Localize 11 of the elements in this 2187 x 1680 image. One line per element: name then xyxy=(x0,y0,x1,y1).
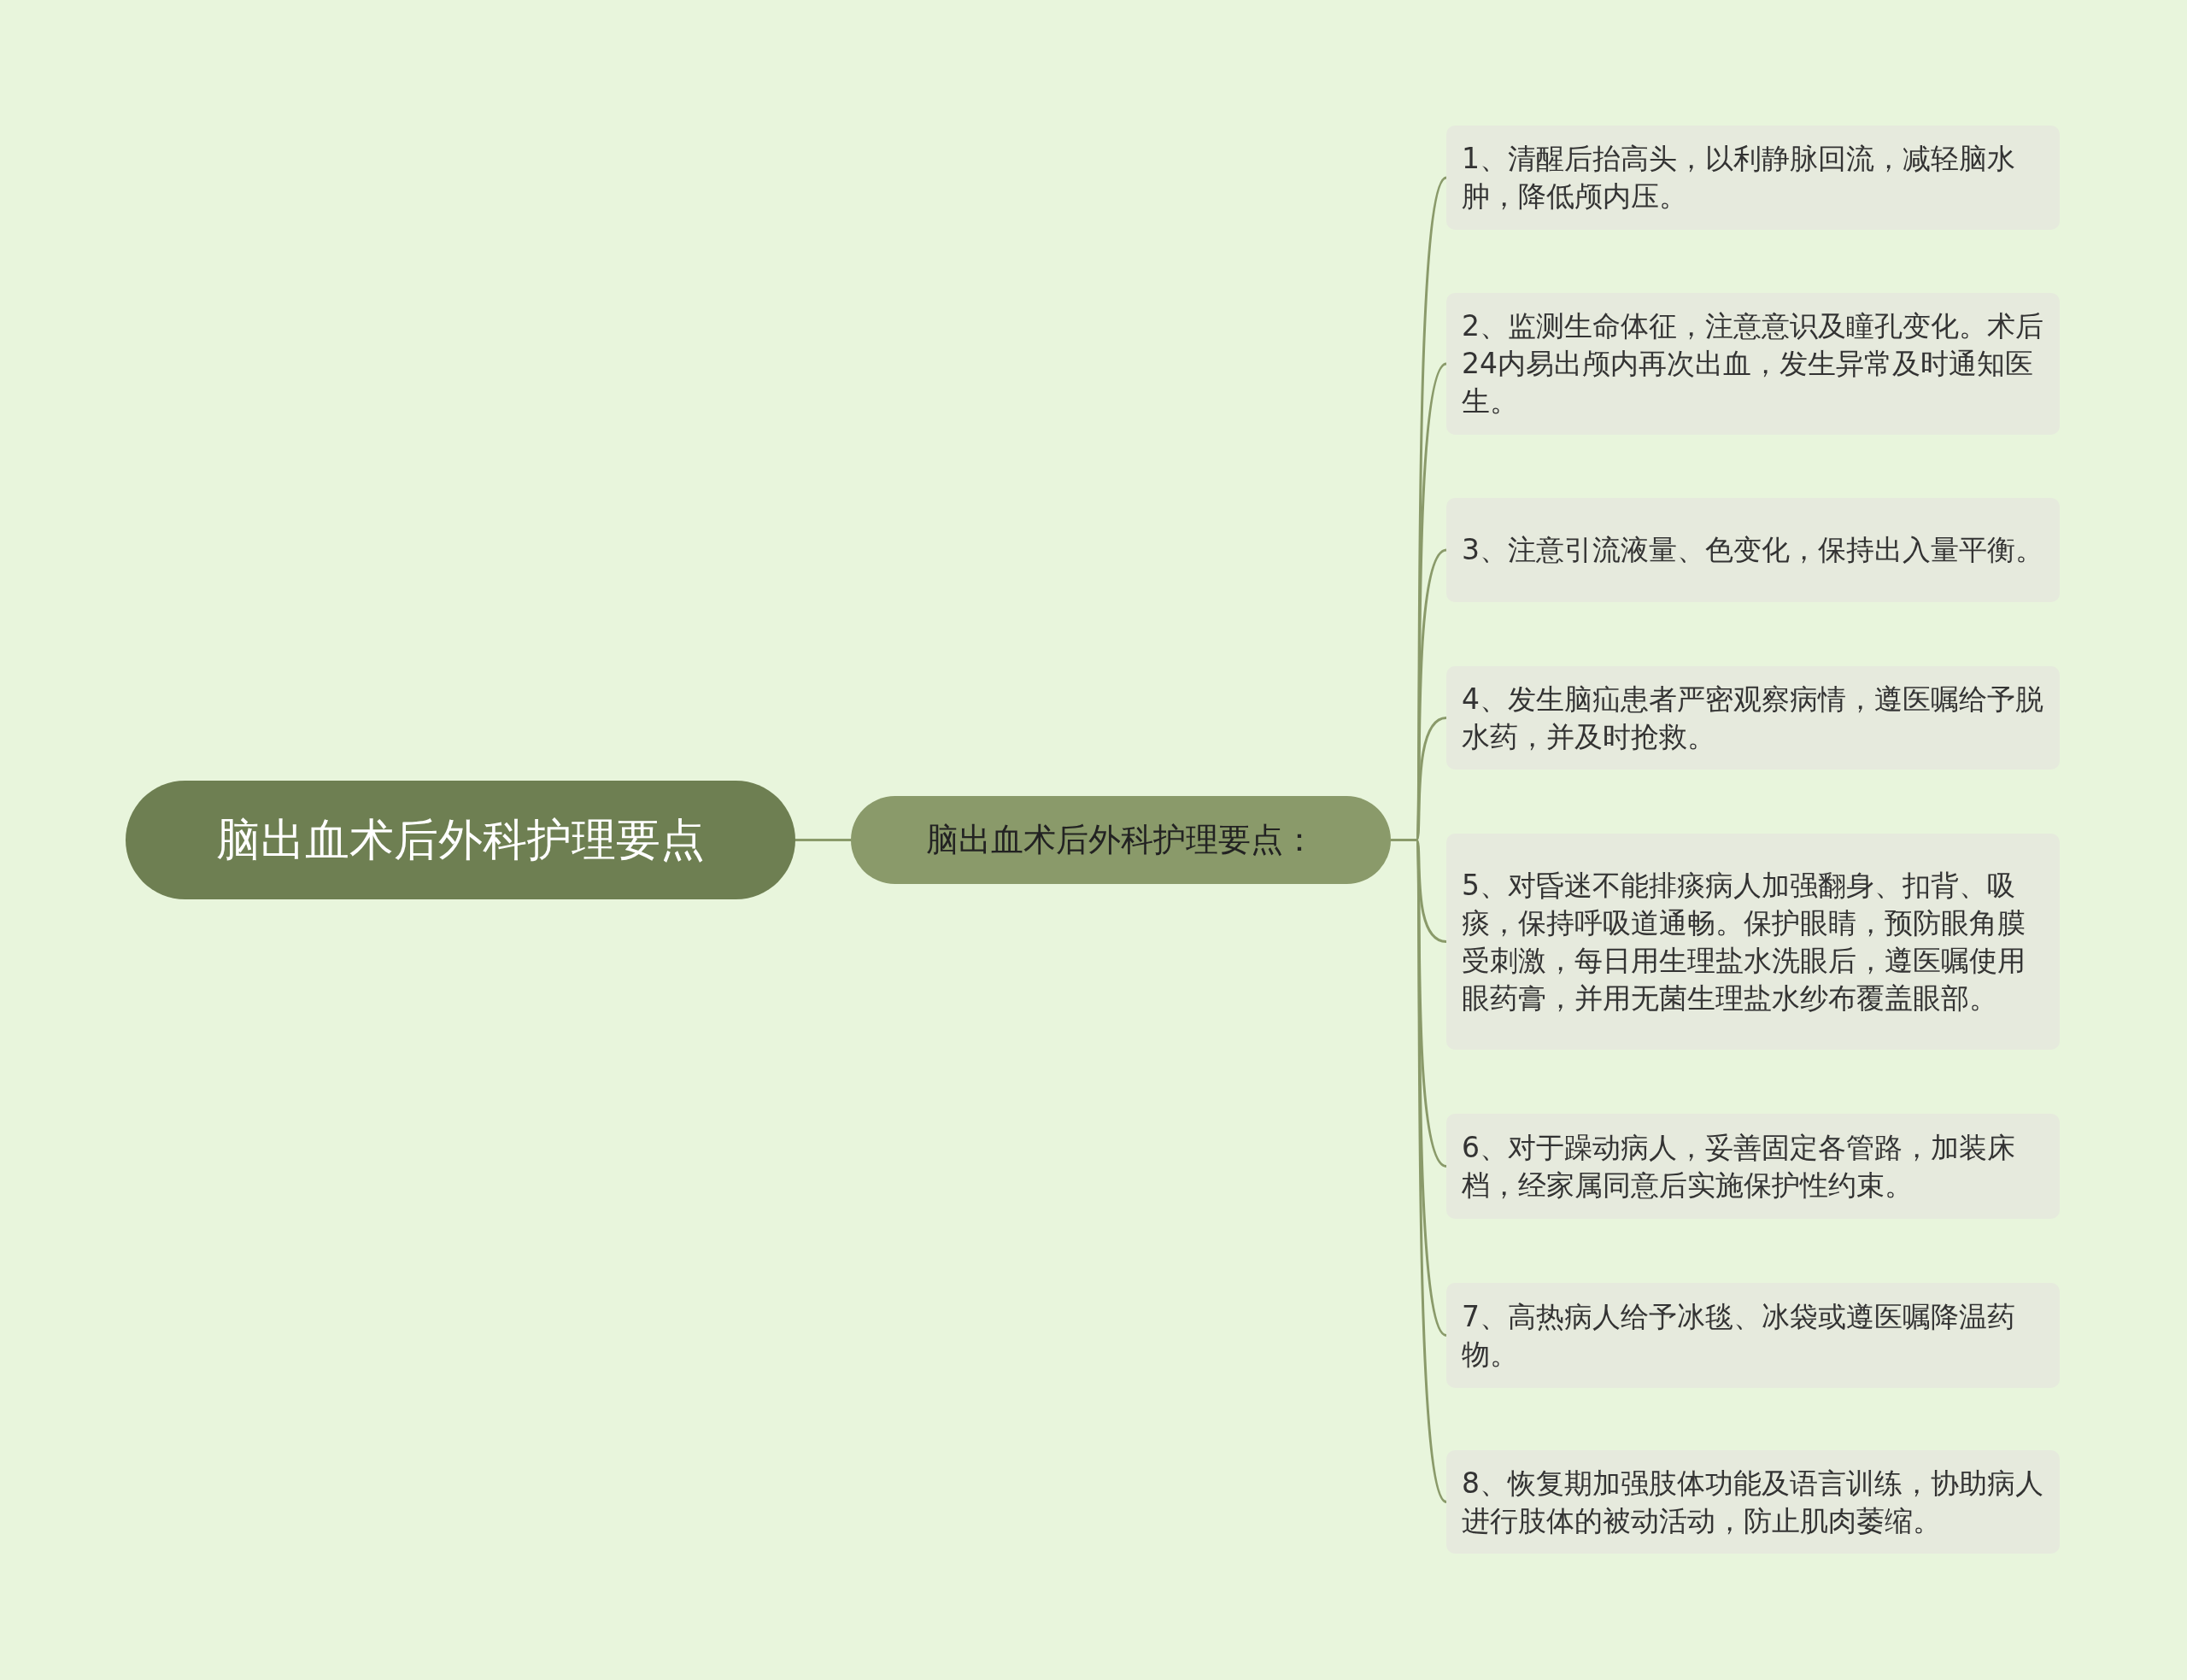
subtopic: 脑出血术后外科护理要点： xyxy=(851,796,1391,884)
connector-line xyxy=(795,839,851,841)
topic-box: 3、注意引流液量、色变化，保持出入量平衡。 xyxy=(1446,498,2060,602)
topic-box: 7、高热病人给予冰毯、冰袋或遵医嘱降温药物。 xyxy=(1446,1283,2060,1388)
root-topic: 脑出血术后外科护理要点 xyxy=(126,781,795,899)
topic-box: 2、监测生命体征，注意意识及瞳孔变化。术后24内易出颅内再次出血，发生异常及时通知医生。 xyxy=(1446,293,2060,435)
topic-box: 5、对昏迷不能排痰病人加强翻身、扣背、吸痰，保持呼吸道通畅。保护眼睛，预防眼角膜受刺激，每日用生理盐水洗眼后，遵医嘱使用眼药膏，并用无菌生理盐水纱布覆盖眼部。 xyxy=(1446,834,2060,1050)
topic-box: 1、清醒后抬高头，以利静脉回流，减轻脑水肿，降低颅内压。 xyxy=(1446,126,2060,230)
topic-box: 4、发生脑疝患者严密观察病情，遵医嘱给予脱水药，并及时抢救。 xyxy=(1446,666,2060,770)
topic-box: 8、恢复期加强肢体功能及语言训练，协助病人进行肢体的被动活动，防止肌肉萎缩。 xyxy=(1446,1450,2060,1554)
topic-box: 6、对于躁动病人，妥善固定各管路，加装床档，经家属同意后实施保护性约束。 xyxy=(1446,1114,2060,1219)
